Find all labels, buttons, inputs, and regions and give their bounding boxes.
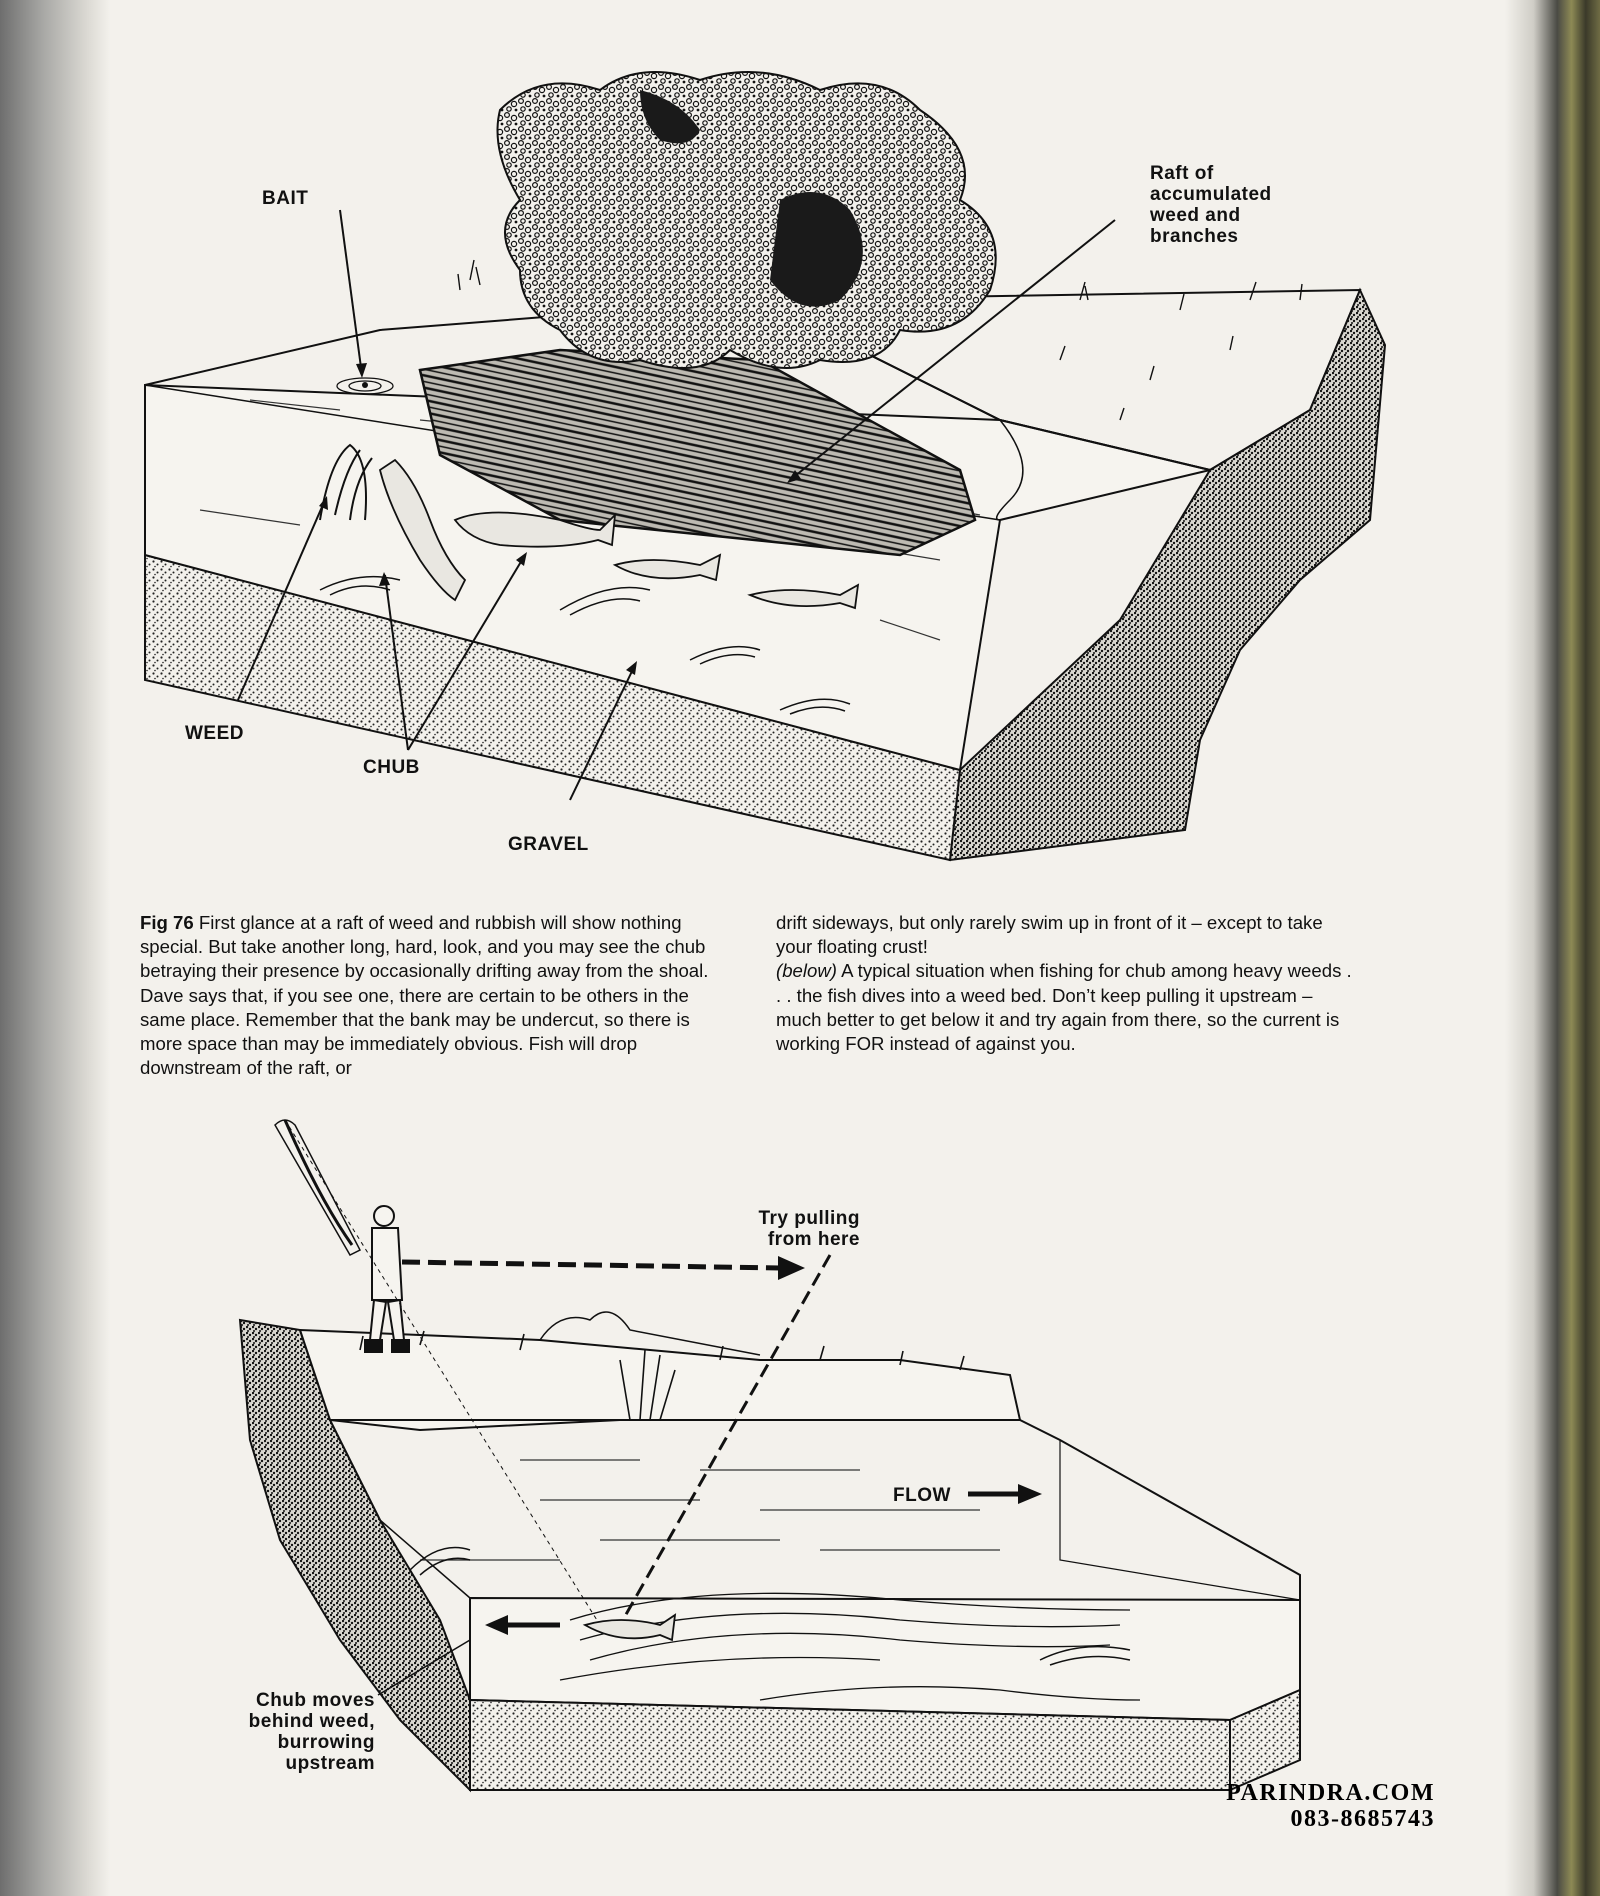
caption-right-column: drift sideways, but only rarely swim up … — [776, 911, 1361, 1056]
chub-moves-line-4: upstream — [285, 1753, 375, 1774]
caption-right-text-1: drift sideways, but only rarely swim up … — [776, 912, 1323, 958]
caption-right-text-2: A typical situation when fishing for chu… — [776, 960, 1352, 1055]
caption-below-word: (below) — [776, 960, 837, 982]
chub-moves-line-3: burrowing — [277, 1732, 375, 1753]
gravel-label: GRAVEL — [508, 834, 589, 855]
weed-label: WEED — [185, 723, 244, 744]
raft-label-line-2: accumulated — [1150, 184, 1272, 205]
book-spine-shadow — [0, 0, 110, 1896]
watermark-phone: 083-8685743 — [1290, 1806, 1435, 1832]
chub-moves-line-1: Chub moves — [255, 1690, 375, 1711]
caption-left-text: First glance at a raft of weed and rubbi… — [140, 912, 709, 1079]
chub-label: CHUB — [363, 757, 420, 778]
try-pulling-line-1: Try pulling — [758, 1208, 860, 1229]
flow-label: FLOW — [893, 1485, 951, 1506]
try-pulling-line-2: from here — [767, 1229, 860, 1250]
watermark-site: PARINDRA.COM — [1226, 1780, 1435, 1806]
raft-label-line-1: Raft of — [1150, 163, 1214, 184]
chub-moves-label: Chub moves behind weed, burrowing upstre… — [215, 1690, 375, 1774]
raft-label-line-3: weed and — [1150, 205, 1241, 226]
book-edge — [1505, 0, 1600, 1896]
raft-label: Raft of accumulated weed and branches — [1150, 163, 1272, 247]
watermark: PARINDRA.COM 083-8685743 — [1185, 1780, 1435, 1832]
raft-label-line-4: branches — [1150, 226, 1239, 247]
river-raft-illustration — [144, 71, 1387, 862]
caption-left-column: Fig 76 First glance at a raft of weed an… — [140, 911, 715, 1080]
chub-moves-line-2: behind weed, — [248, 1711, 375, 1732]
try-pulling-label: Try pulling from here — [700, 1208, 860, 1250]
figure-number: Fig 76 — [140, 912, 194, 933]
bait-label: BAIT — [262, 188, 309, 209]
